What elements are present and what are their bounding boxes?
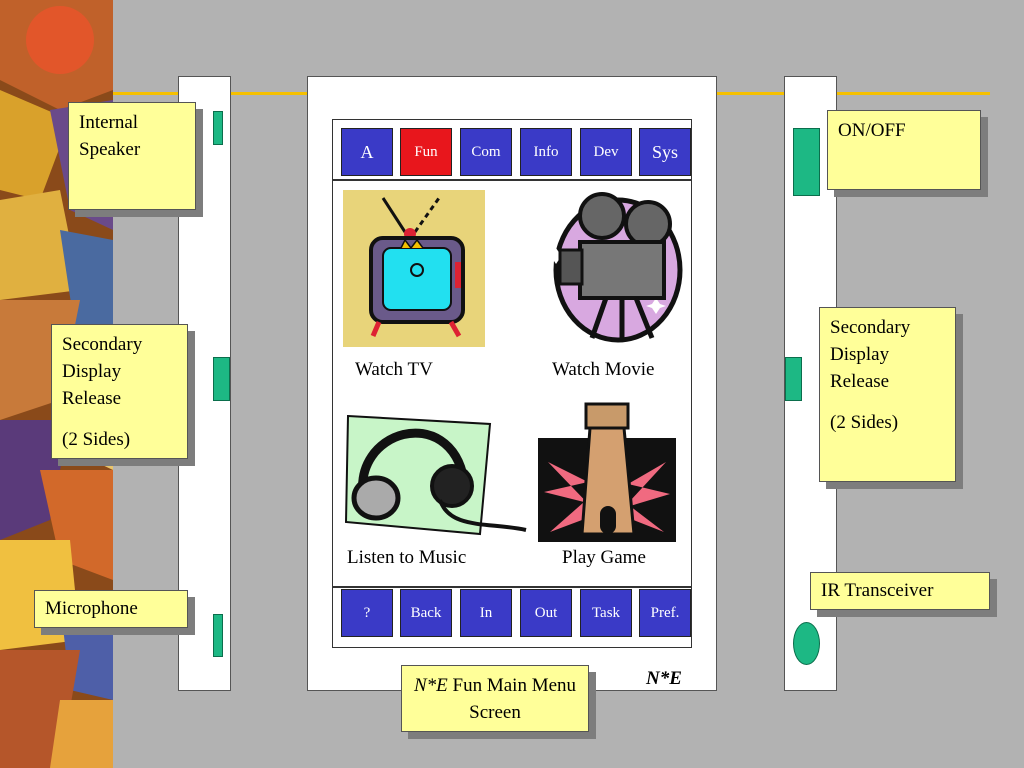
guide-line-right (836, 92, 990, 95)
caption-title: Fun Main Menu Screen (447, 675, 577, 723)
tab-com[interactable]: Com (460, 128, 512, 176)
tab-a[interactable]: A (341, 128, 393, 176)
caption-text: N*E Fun Main Menu Screen (408, 672, 582, 726)
callout-secondary-display-right: Secondary Display Release (2 Sides) (819, 307, 956, 482)
left-display-release-button[interactable] (213, 357, 230, 401)
right-display-release-button[interactable] (785, 357, 802, 401)
top-tab-divider (332, 179, 692, 181)
callout-on-off: ON/OFF (827, 110, 981, 190)
callout-microphone: Microphone (34, 590, 188, 628)
back-button[interactable]: Back (400, 589, 452, 637)
speaker-slot (213, 111, 223, 145)
device-brand: N*E (646, 668, 682, 689)
caption-brand: N*E (413, 675, 448, 696)
secondary-display-left-sides: (2 Sides) (62, 429, 131, 450)
ir-transceiver-text: IR Transceiver (821, 580, 934, 601)
tab-fun[interactable]: Fun (400, 128, 452, 176)
microphone-text: Microphone (45, 598, 138, 619)
tab-dev[interactable]: Dev (580, 128, 632, 176)
guide-line-left (113, 92, 178, 95)
on-off-button[interactable] (793, 128, 820, 196)
callout-secondary-display-left: Secondary Display Release (2 Sides) (51, 324, 188, 459)
listen-to-music-label[interactable]: Listen to Music (347, 547, 467, 568)
tab-info[interactable]: Info (520, 128, 572, 176)
in-button[interactable]: In (460, 589, 512, 637)
secondary-display-right-text: Secondary Display Release (830, 317, 911, 392)
guide-line-right-inner (716, 92, 786, 95)
on-off-text: ON/OFF (838, 120, 906, 141)
tab-sys[interactable]: Sys (639, 128, 691, 176)
secondary-display-left-text: Secondary Display Release (62, 334, 143, 409)
internal-speaker-text: Internal Speaker (79, 112, 141, 160)
help-button[interactable]: ? (341, 589, 393, 637)
chess-rook-icon[interactable] (538, 402, 676, 542)
headphones-icon[interactable] (340, 410, 528, 548)
play-game-label[interactable]: Play Game (562, 547, 646, 568)
ir-transceiver-window (793, 622, 820, 665)
pref-button[interactable]: Pref. (639, 589, 691, 637)
microphone-slot (213, 614, 223, 657)
watch-movie-label[interactable]: Watch Movie (552, 359, 655, 380)
film-projector-icon[interactable] (536, 188, 684, 346)
watch-tv-label[interactable]: Watch TV (355, 359, 433, 380)
secondary-display-right-sides: (2 Sides) (830, 412, 899, 433)
guide-line-left-inner (230, 92, 308, 95)
television-icon[interactable] (343, 190, 485, 347)
out-button[interactable]: Out (520, 589, 572, 637)
callout-caption: N*E Fun Main Menu Screen (401, 665, 589, 732)
callout-ir-transceiver: IR Transceiver (810, 572, 990, 610)
bottom-tab-divider (332, 586, 692, 588)
callout-internal-speaker: Internal Speaker (68, 102, 196, 210)
task-button[interactable]: Task (580, 589, 632, 637)
